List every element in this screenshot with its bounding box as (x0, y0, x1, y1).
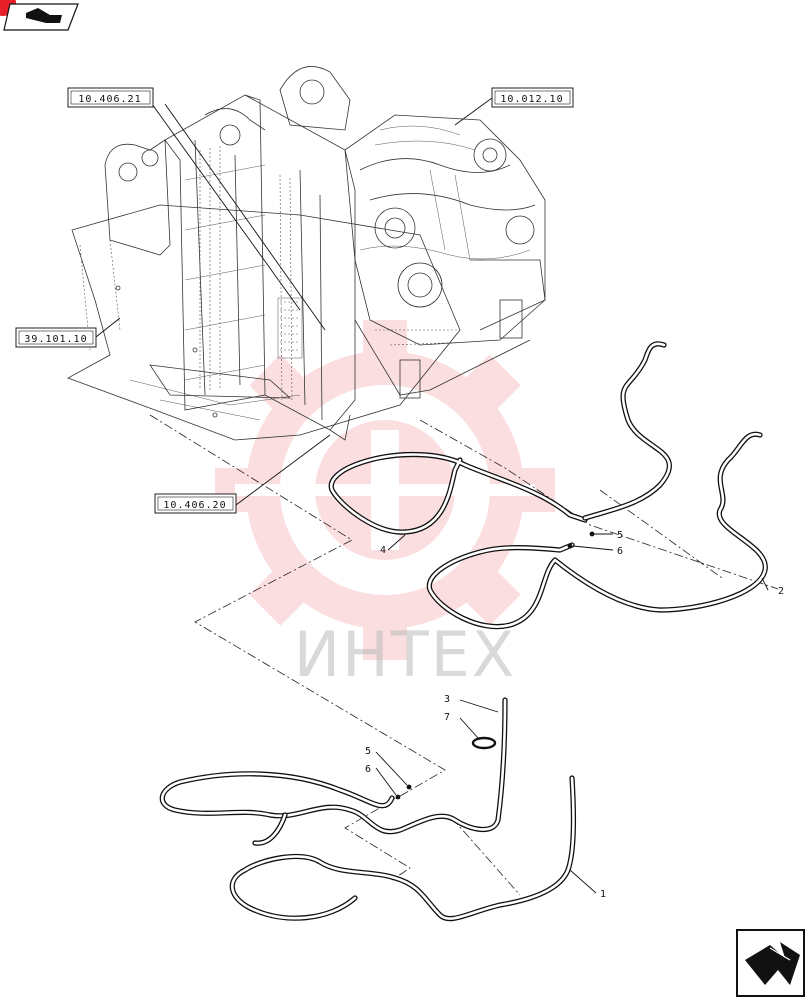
watermark-text: ИНТЕХ (294, 618, 517, 691)
clamp-7[interactable] (471, 736, 497, 750)
callout-6-lower: 6 (365, 764, 371, 775)
machine-base-plate (67, 204, 461, 441)
callout-1: 1 (600, 889, 606, 900)
assembly-view-icon[interactable] (0, 0, 79, 31)
callout-2: 2 (778, 586, 784, 597)
ref-39-101-10[interactable]: 39.101.10 (15, 327, 97, 348)
machine-brackets (104, 66, 351, 256)
hose-2[interactable] (426, 431, 768, 630)
next-page-arrow-icon[interactable] (736, 929, 805, 997)
machine-engine (344, 114, 546, 399)
callout-4: 4 (380, 545, 386, 556)
ref-10-012-10-label: 10.012.10 (500, 94, 563, 105)
hose-upper-right[interactable] (582, 341, 672, 521)
ref-39-101-10-label: 39.101.10 (24, 334, 87, 345)
callout-5-upper: 5 (617, 530, 623, 541)
ref-10-406-21[interactable]: 10.406.21 (67, 87, 154, 108)
hose-1[interactable] (229, 775, 577, 922)
callout-3: 3 (444, 694, 450, 705)
hose-4[interactable] (328, 451, 588, 535)
callout-7: 7 (444, 712, 450, 723)
fittings (395, 531, 595, 800)
callout-6-upper: 6 (617, 546, 623, 557)
ref-10-406-21-label: 10.406.21 (78, 94, 141, 105)
callout-5-lower: 5 (365, 746, 371, 757)
ref-10-012-10[interactable]: 10.012.10 (491, 87, 574, 108)
ref-10-406-20-label: 10.406.20 (163, 500, 226, 511)
leader-lines (95, 97, 769, 894)
hose-3[interactable] (159, 697, 508, 846)
ref-10-406-20[interactable]: 10.406.20 (154, 493, 237, 514)
watermark-logo (215, 320, 555, 660)
machine-radiator (164, 94, 356, 441)
